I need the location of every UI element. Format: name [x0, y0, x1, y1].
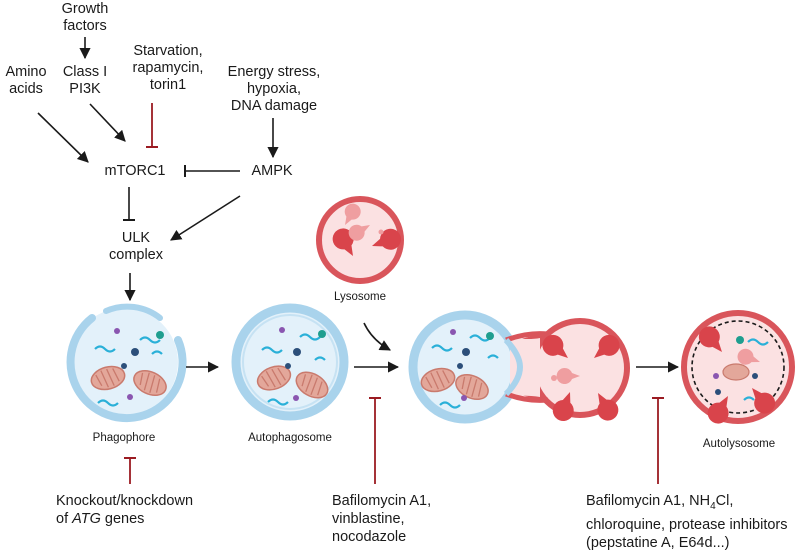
- label-autophagosome: Autophagosome: [248, 432, 332, 444]
- baf2-line1-suffix: Cl,: [715, 493, 734, 509]
- label-bafilomycin-fusion: Bafilomycin A1, vinblastine, nocodazole: [332, 493, 432, 545]
- label-autolysosome: Autolysosome: [702, 438, 776, 450]
- label-phagophore: Phagophore: [92, 432, 156, 444]
- autophagosome-vesicle: [231, 303, 349, 421]
- label-ulk-complex: ULK complex: [109, 230, 163, 263]
- label-growth-factors: Growth factors: [61, 1, 109, 34]
- label-atg-knockout: Knockout/knockdown of ATG genes: [56, 492, 236, 528]
- atg-line2-prefix: of: [56, 511, 73, 527]
- label-amino-acids: Amino acids: [5, 64, 47, 97]
- label-ampk: AMPK: [251, 163, 293, 179]
- autolysosome-vesicle: [681, 310, 795, 428]
- baf2-line1-prefix: Bafilomycin A1, NH: [586, 493, 711, 509]
- atg-line2-suffix: genes: [100, 511, 145, 527]
- label-bafilomycin-degradation: Bafilomycin A1, NH4Cl, chloroquine, prot…: [586, 492, 808, 552]
- arrow-aminoacids-to-mtorc1: [37, 112, 89, 163]
- label-mtorc1: mTORC1: [104, 163, 166, 179]
- label-class-i-pi3k: Class I PI3K: [62, 64, 108, 97]
- arrow-pi3k-to-mtorc1: [89, 103, 126, 142]
- label-lysosome: Lysosome: [334, 291, 386, 303]
- baf2-rest: chloroquine, protease inhibitors (pepsta…: [586, 516, 788, 551]
- fusion-vesicle: [408, 310, 630, 425]
- lysosome-vesicle: [316, 196, 404, 284]
- phagophore-vesicle: [66, 303, 187, 423]
- baf2-subscript: 4: [710, 500, 716, 512]
- label-starvation: Starvation, rapamycin, torin1: [132, 43, 204, 93]
- arrow-ampk-to-ulk: [170, 195, 241, 241]
- arrow-lysosome-to-fusion: [363, 322, 391, 351]
- label-energy-stress: Energy stress, hypoxia, DNA damage: [227, 64, 321, 114]
- atg-gene-name: ATG: [72, 511, 101, 527]
- atg-line1: Knockout/knockdown: [56, 493, 194, 509]
